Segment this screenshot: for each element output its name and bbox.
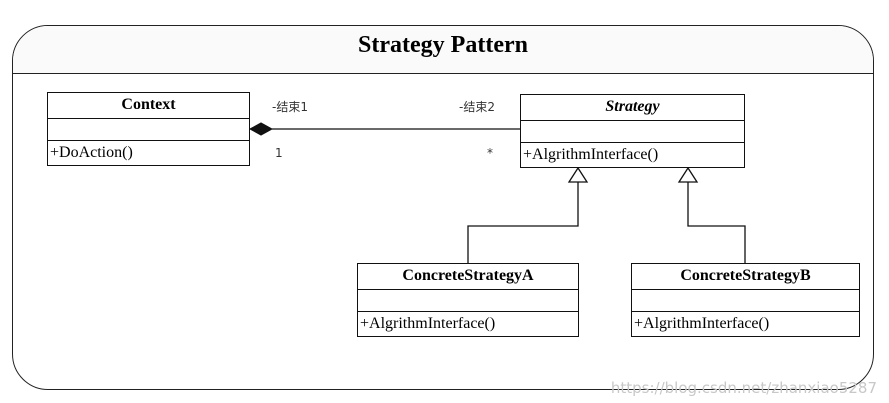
association-end1-multiplicity: 1 bbox=[275, 146, 283, 160]
generalization-line-a bbox=[467, 182, 579, 263]
class-concrete-strategy-b-name: ConcreteStrategyB bbox=[632, 264, 859, 290]
composition-diamond bbox=[248, 122, 274, 136]
class-concrete-strategy-a-operation: +AlgrithmInterface() bbox=[360, 315, 496, 332]
diagram-header: Strategy Pattern bbox=[13, 26, 873, 74]
class-concrete-strategy-a: ConcreteStrategyA +AlgrithmInterface() bbox=[357, 263, 579, 337]
class-concrete-strategy-b-attributes bbox=[632, 290, 859, 312]
class-strategy-attributes bbox=[521, 121, 744, 143]
association-end1-role: -结束1 bbox=[272, 100, 308, 114]
generalization-arrow-a bbox=[567, 166, 589, 183]
class-context-operation: +DoAction() bbox=[50, 144, 133, 161]
class-context: Context +DoAction() bbox=[47, 92, 250, 166]
class-strategy-name: Strategy bbox=[521, 95, 744, 121]
watermark: https://blog.csdn.net/zhanxiao5287 bbox=[610, 379, 877, 397]
association-end2-multiplicity: * bbox=[487, 146, 493, 160]
class-concrete-strategy-b: ConcreteStrategyB +AlgrithmInterface() bbox=[631, 263, 860, 337]
class-context-name: Context bbox=[48, 93, 249, 119]
diagram-title: Strategy Pattern bbox=[358, 32, 528, 58]
class-concrete-strategy-a-name: ConcreteStrategyA bbox=[358, 264, 578, 290]
class-concrete-strategy-a-attributes bbox=[358, 290, 578, 312]
class-strategy: Strategy +AlgrithmInterface() bbox=[520, 94, 745, 168]
class-strategy-operation: +AlgrithmInterface() bbox=[523, 146, 659, 163]
generalization-arrow-b bbox=[677, 166, 699, 183]
class-context-attributes bbox=[48, 119, 249, 141]
association-end2-role: -结束2 bbox=[459, 100, 495, 114]
generalization-line-b bbox=[687, 182, 746, 263]
class-concrete-strategy-b-operation: +AlgrithmInterface() bbox=[634, 315, 770, 332]
